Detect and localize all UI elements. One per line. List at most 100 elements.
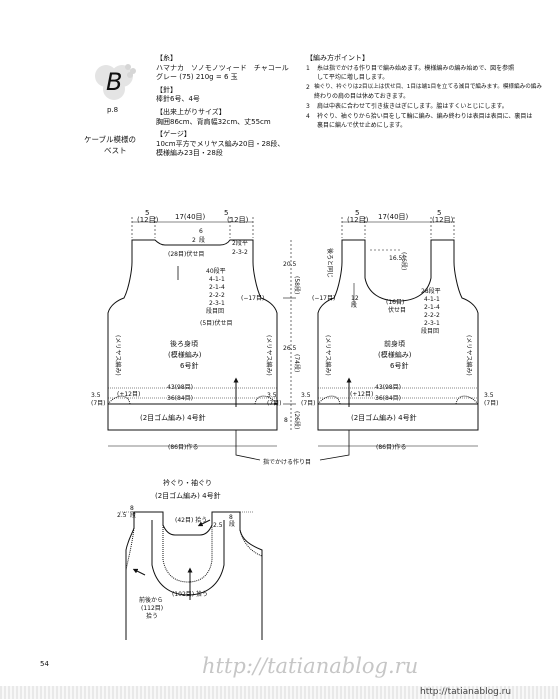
point-line: 糸は指でかける作り目で編み始めます。模様編みの編み始めで、図を参照 [317, 64, 515, 72]
gauge-line1: 10cm平方でメリヤス編み20目・28段、 [156, 139, 285, 148]
back-neck-r2: 2-3-2 [232, 249, 248, 256]
back-neck-dan: 段 [199, 236, 205, 244]
front-nk-r5: 2-3-1 [424, 320, 440, 327]
edging-inner-neck [151, 520, 225, 596]
edging-arm-left [125, 527, 135, 571]
front-neck16: (16目) [386, 299, 404, 306]
point-line: して平均に増し目します。 [317, 74, 389, 82]
front-piece [317, 217, 479, 447]
back-arm-r1: 40段平 [206, 267, 226, 275]
front-top-mid: 17(40目) [378, 213, 409, 221]
back-rib-curve-left [107, 395, 131, 405]
point-num: 4 [306, 112, 310, 120]
edging-arm-right [239, 529, 263, 557]
edging-d25-right: 2.5 [213, 522, 223, 529]
front-side-right: (メリヤス編み) [465, 335, 473, 376]
back-neck-28: (28目)伏せ目 [168, 250, 204, 258]
edging-pick112-1: 前後から [139, 596, 163, 604]
back-neck-r1: 2段平 [232, 239, 248, 247]
front-labels: 5 (12目) 17(40目) 5 (12目) 後ろと同じ 16.5 (46段)… [235, 209, 499, 466]
front-st43: 43(98目) [375, 384, 401, 391]
materials-block: 【糸】 ハマナカ ソノモノツィード チャコール グレー (75) 210g = … [156, 54, 289, 159]
size-head: 【出来上がりサイズ】 [156, 107, 226, 116]
gauge-head: 【ゲージ】 [156, 130, 191, 139]
back-piece [107, 217, 296, 447]
front-side-left: (メリヤス編み) [324, 335, 332, 376]
front-w7-right: (7目) [484, 400, 499, 407]
edging-labels: 衿ぐり・袖ぐり (2目ゴム編み) 4号針 2.5 8 段 2.5 8 段 (42… [117, 478, 235, 620]
logo-letter: B [106, 68, 122, 96]
back-arm-r4: 2-2-2 [209, 292, 225, 299]
clover-logo-icon: B [95, 64, 136, 100]
front-sh12: 12 [351, 295, 359, 302]
point-num: 3 [306, 102, 310, 110]
points-head: 【編み方ポイント】 [306, 54, 369, 62]
front-top-left-st: (12目) [347, 216, 369, 224]
back-bottom: (86目)作る [168, 443, 198, 451]
page-ref: p.8 [107, 106, 119, 114]
needle-line1: 棒針6号、4号 [156, 95, 200, 104]
point-item: 2 袖ぐり、衿ぐりは2目以上は伏せ目、1目は端1目を立てる減目で編みます。模様編… [306, 83, 542, 102]
back-title3: 6号針 [180, 361, 198, 370]
back-h26-dan: (74段) [293, 354, 301, 372]
edging-d8-right-dan: 段 [229, 520, 235, 528]
back-h20: 20.5 [283, 261, 297, 268]
point-item: 3 肩は中表に合わせて引き抜きはぎにします。脇はすくいとじにします。 [306, 102, 542, 112]
front-neck16b: 伏せ目 [388, 306, 406, 314]
back-arm-5: (5目)伏せ目 [200, 319, 233, 327]
back-side-left: (メリヤス編み) [114, 335, 122, 376]
point-item: 1 糸は指でかける作り目で編み始めます。模様編みの編み始めで、図を参照して平均に… [306, 64, 542, 83]
point-item: 4 衿ぐり、袖ぐりから拾い目をして輪に編み、編み終わりは表目は表目に、裏目は裏目… [306, 112, 542, 131]
back-side-right: (メリヤス編み) [265, 335, 273, 376]
edging-head1: 衿ぐり・袖ぐり [163, 478, 212, 487]
front-title1: 前身頃 [384, 339, 405, 348]
footer-stripe [0, 686, 558, 699]
front-nk-r1: 28段平 [421, 287, 441, 295]
front-w7-left: (7目) [301, 400, 316, 407]
back-rib-curve-right [254, 395, 278, 405]
points-block: 【編み方ポイント】 1 糸は指でかける作り目で編み始めます。模様編みの編み始めで… [306, 54, 542, 131]
edging-piece [120, 511, 263, 640]
back-h20-dan: (58段) [293, 276, 301, 294]
front-h165: 16.5 [389, 255, 403, 262]
front-minus17: (−17目) [312, 295, 335, 302]
back-arm-r5: 2-3-1 [209, 300, 225, 307]
edging-pick42: (42目) 拾う [175, 516, 207, 524]
gauge-line2: 模様編み23目・28段 [156, 149, 223, 158]
yarn-line2: グレー (75) 210g = 6 玉 [156, 73, 238, 82]
back-st43: 43(98目) [167, 384, 193, 391]
front-plus12: (+12目) [350, 391, 373, 398]
front-outline [317, 239, 479, 431]
edging-d25-left: 2.5 [117, 512, 127, 519]
front-nk-r2: 4-1-1 [424, 296, 440, 303]
front-h165-dan: (46段) [400, 252, 408, 270]
edging-d8-left-dan: 段 [130, 511, 136, 519]
front-title2: (模様編み) [378, 350, 412, 359]
logo-badge: B [92, 60, 136, 100]
front-bottom: (86目)作る [376, 443, 406, 451]
point-line: 肩は中表に合わせて引き抜きはぎにします。脇はすくいとじにします。 [317, 102, 508, 110]
back-arm-r6: 段目回 [206, 307, 224, 315]
edging-outline [125, 511, 263, 640]
back-arm-r2: 4-1-1 [209, 276, 225, 283]
back-h26: 26.5 [283, 345, 297, 352]
pattern-title-line2: ベスト [104, 146, 127, 155]
back-arm-r3: 2-1-4 [209, 284, 225, 291]
edging-d8-left: 8 [130, 505, 134, 512]
back-w7-right: (7目) [267, 400, 282, 407]
front-top-left: 5 [355, 209, 359, 217]
edging-head2: (2目ゴム編み) 4号針 [155, 491, 221, 500]
watermark: http://tatianablog.ru [202, 654, 419, 678]
point-line: 衿ぐり、袖ぐりから拾い目をして輪に編み、編み終わりは表目は表目に、裏目は [317, 112, 533, 120]
back-neck-2: 2 [192, 237, 196, 244]
needle-head: 【針】 [156, 85, 177, 94]
front-rib: (2目ゴム編み) 4号針 [351, 413, 417, 422]
back-h8: 8 [284, 417, 288, 424]
point-num: 2 [306, 83, 310, 91]
edging-d8-right: 8 [229, 514, 233, 521]
back-st36: 36(84目) [167, 395, 193, 402]
front-title3: 6号針 [390, 361, 408, 370]
edging-pick112-3: 拾う [146, 612, 158, 620]
front-nk-r4: 2-2-2 [424, 312, 440, 319]
